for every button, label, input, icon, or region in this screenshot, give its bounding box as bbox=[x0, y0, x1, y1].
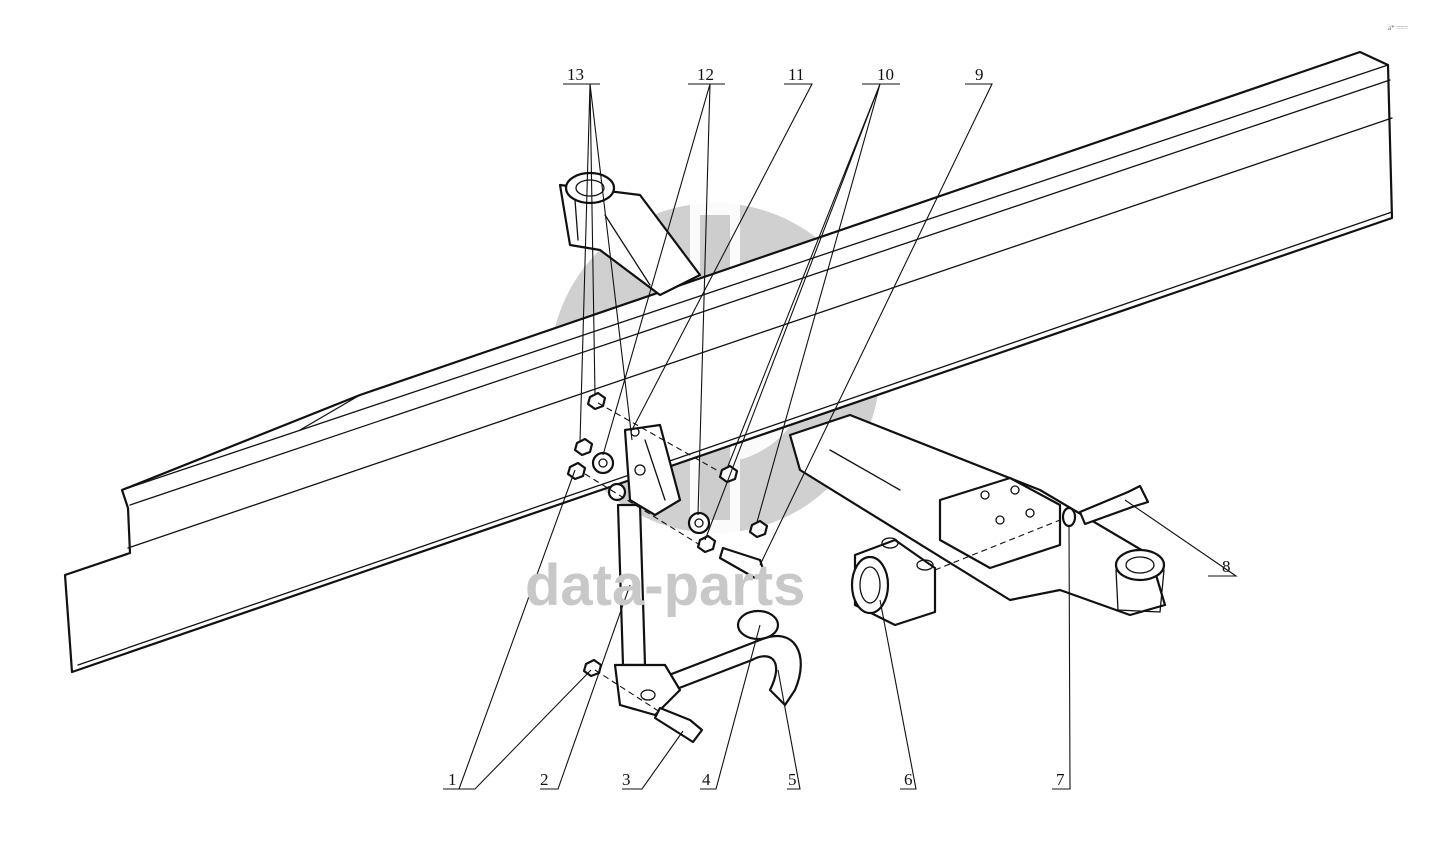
bolt bbox=[653, 706, 704, 744]
callout-13: 13 bbox=[567, 65, 584, 84]
bolt bbox=[1078, 484, 1150, 526]
bolt bbox=[718, 546, 767, 580]
fasteners bbox=[566, 391, 1150, 744]
callout-6: 6 bbox=[904, 770, 913, 789]
callout-8: 8 bbox=[1222, 557, 1231, 576]
frame-rail bbox=[63, 50, 1394, 674]
spring-bracket-lower bbox=[788, 413, 1167, 617]
callout-3: 3 bbox=[622, 770, 631, 789]
callout-9: 9 bbox=[975, 65, 984, 84]
callout-11: 11 bbox=[788, 65, 804, 84]
nut bbox=[718, 464, 739, 484]
nut bbox=[573, 437, 594, 457]
washer bbox=[687, 511, 711, 535]
assembly-lines bbox=[584, 402, 1061, 713]
washer bbox=[591, 451, 615, 475]
callout-7: 7 bbox=[1056, 770, 1065, 789]
spring-bracket-upper bbox=[558, 171, 702, 297]
clamp-bracket bbox=[850, 537, 937, 627]
nut bbox=[566, 461, 587, 481]
callout-5: 5 bbox=[788, 770, 797, 789]
leader-lines bbox=[443, 83, 1238, 790]
watermark-text: data-parts bbox=[525, 553, 805, 618]
washer bbox=[1061, 506, 1077, 528]
callout-labels: 13 12 11 10 9 8 1 2 3 4 5 6 7 bbox=[448, 65, 1231, 789]
callout-10: 10 bbox=[877, 65, 894, 84]
callout-12: 12 bbox=[697, 65, 714, 84]
callout-2: 2 bbox=[540, 770, 549, 789]
nut bbox=[748, 519, 769, 539]
mounting-bracket bbox=[623, 423, 682, 517]
corner-mark: a* === bbox=[1388, 24, 1408, 32]
callout-1: 1 bbox=[448, 770, 457, 789]
nut bbox=[696, 534, 717, 554]
link-rod bbox=[613, 503, 682, 717]
callout-4: 4 bbox=[702, 770, 711, 789]
